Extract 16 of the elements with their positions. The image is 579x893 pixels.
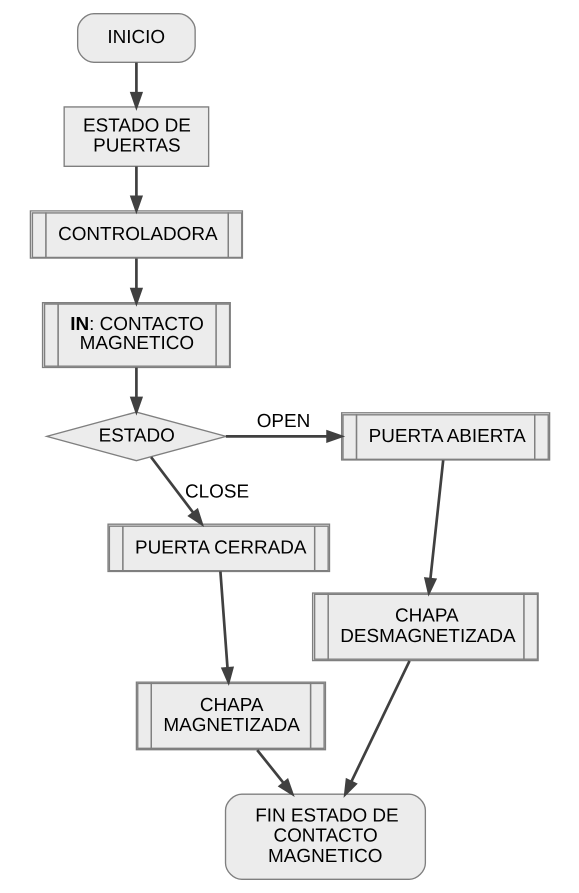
node-box: INICIO — [76, 13, 196, 63]
arrow — [129, 258, 143, 307]
edge-label: CLOSE — [184, 481, 249, 502]
edge-label: OPEN — [256, 411, 310, 432]
arrow — [343, 660, 410, 798]
arrow — [256, 749, 294, 797]
arrow — [423, 460, 444, 597]
arrow — [150, 456, 204, 528]
arrow — [225, 430, 345, 443]
arrow — [129, 368, 143, 416]
arrow — [129, 166, 143, 214]
arrow — [218, 571, 234, 686]
arrow — [129, 62, 143, 111]
node-box: FIN ESTADO DE CONTACTO MAGNETICO — [224, 794, 426, 880]
node-diamond: ESTADO — [44, 411, 228, 462]
node-box: ESTADO DE PUERTAS — [62, 106, 209, 167]
